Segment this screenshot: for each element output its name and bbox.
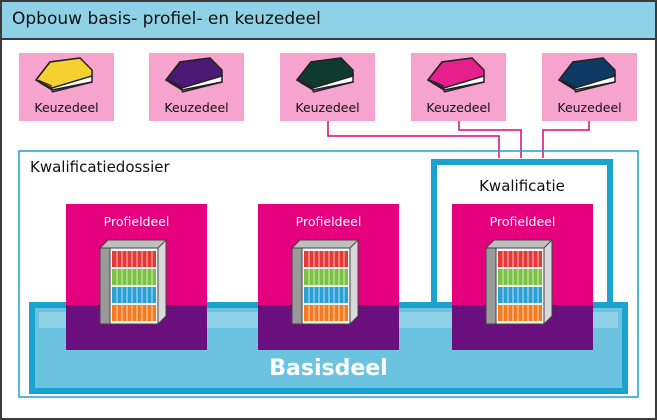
profieldeel-label: Profieldeel bbox=[103, 214, 170, 229]
kwalificatiedossier-label: Kwalificatiedossier bbox=[30, 158, 170, 176]
keuzedeel-label: Keuzedeel bbox=[295, 100, 360, 115]
kwalificatiedossier-box bbox=[18, 150, 639, 398]
profieldeel-block bbox=[452, 204, 593, 350]
keuzedeel-box bbox=[149, 53, 244, 121]
profieldeel-block bbox=[66, 204, 207, 350]
keuzedeel-label: Keuzedeel bbox=[164, 100, 229, 115]
keuzedeel-box bbox=[542, 53, 637, 121]
keuzedeel-label: Keuzedeel bbox=[426, 100, 491, 115]
keuzedeel-label: Keuzedeel bbox=[34, 100, 99, 115]
keuzedeel-box bbox=[280, 53, 375, 121]
profieldeel-label: Profieldeel bbox=[295, 214, 362, 229]
profieldeel-label: Profieldeel bbox=[489, 214, 556, 229]
basisdeel-label: Basisdeel bbox=[269, 356, 388, 381]
title-bar: Opbouw basis- profiel- en keuzedeel bbox=[2, 2, 655, 40]
keuzedeel-box bbox=[411, 53, 506, 121]
keuzedeel-connectors bbox=[327, 121, 590, 158]
diagram-title: Opbouw basis- profiel- en keuzedeel bbox=[12, 9, 321, 29]
keuzedeel-label: Keuzedeel bbox=[557, 100, 622, 115]
kwalificatie-label: Kwalificatie bbox=[479, 177, 565, 195]
keuzedeel-box bbox=[19, 53, 114, 121]
profieldeel-block bbox=[258, 204, 399, 350]
